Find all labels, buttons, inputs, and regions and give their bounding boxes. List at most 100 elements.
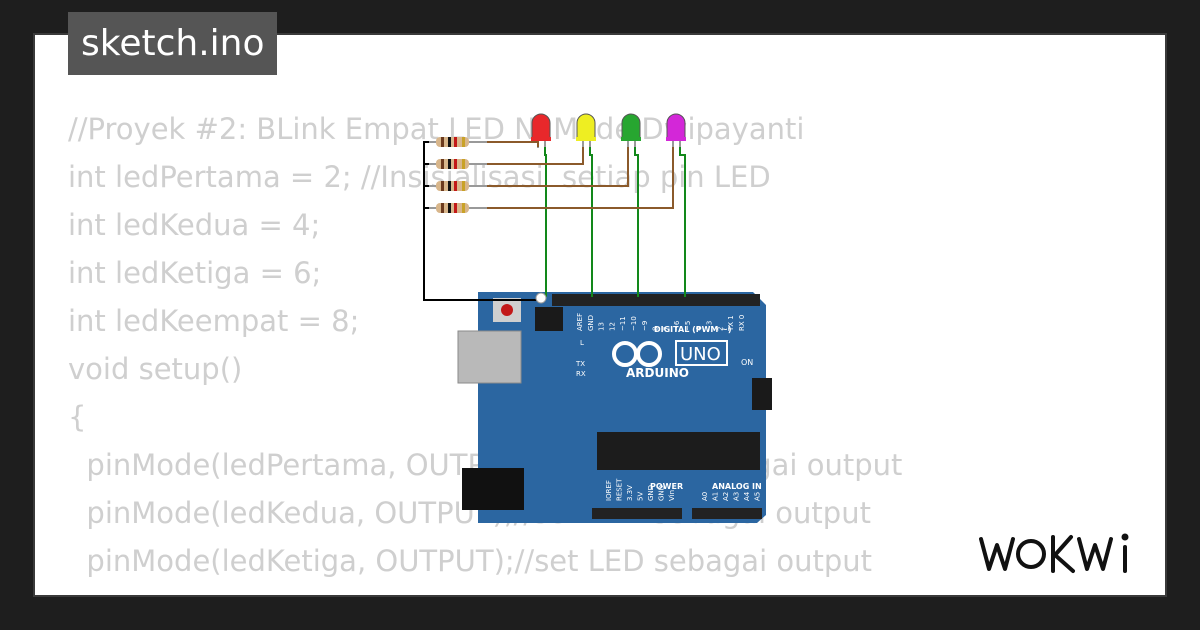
resistor-band <box>454 203 457 213</box>
digital-pin-label: 7 <box>662 327 670 331</box>
icsp-header <box>535 307 563 331</box>
digital-pin-label: ~11 <box>619 316 627 331</box>
digital-pin-label: AREF <box>576 313 584 331</box>
uno-model-label: UNO <box>680 344 721 365</box>
digital-pin-label: 4 <box>695 326 703 331</box>
digital-pin-label: 8 <box>652 327 660 331</box>
power-pin-label: GND <box>647 485 655 501</box>
reset-button-cap <box>501 304 513 316</box>
digital-pin-label: GND <box>587 315 595 331</box>
digital-pin-label: ~10 <box>630 316 638 331</box>
l-led-label: L <box>580 339 584 347</box>
resistor-lead-wire <box>487 147 584 165</box>
analog-pin-label: A2 <box>722 492 730 501</box>
arduino-brand-label: ARDUINO <box>626 366 689 380</box>
digital-pin-label: ~3 <box>706 321 714 331</box>
resistor-band <box>441 137 444 147</box>
led-body <box>666 113 686 140</box>
resistor-lead-wire <box>487 147 674 209</box>
analog-pin-label: A1 <box>712 492 720 501</box>
analog-in-label: ANALOG IN <box>712 482 762 491</box>
resistor <box>429 203 487 213</box>
led-purple <box>666 113 686 148</box>
resistor-band <box>441 203 444 213</box>
led-body <box>531 113 551 140</box>
led-body <box>621 113 641 140</box>
resistor-body <box>436 203 469 213</box>
sketch-file-tab[interactable]: sketch.ino <box>68 12 278 75</box>
resistor-band <box>462 203 465 213</box>
digital-pin-label: TX 1 <box>727 315 735 332</box>
power-pin-label: RESET <box>616 478 624 501</box>
resistor-band <box>454 181 457 191</box>
power-pin-label: IOREF <box>605 480 613 501</box>
power-jack <box>462 468 524 510</box>
resistor-band <box>462 159 465 169</box>
resistor-lead-wire <box>487 147 629 187</box>
usb-connector <box>457 330 522 384</box>
gnd-wire-end <box>535 292 547 304</box>
resistor-body <box>436 137 469 147</box>
resistor-band <box>448 203 451 213</box>
led-yellow <box>576 113 596 148</box>
analog-pin-label: A3 <box>733 492 741 501</box>
resistor-body <box>436 181 469 191</box>
resistor <box>429 137 487 147</box>
digital-pin-label: 2 <box>716 327 724 331</box>
rx-label: RX <box>576 370 586 378</box>
led-green <box>621 113 641 148</box>
analog-pin-label: A4 <box>743 491 751 501</box>
led-body <box>576 113 596 140</box>
digital-pin-label: ~5 <box>684 321 692 331</box>
code-line: { <box>68 400 87 434</box>
power-header <box>592 508 682 519</box>
resistor-band <box>454 137 457 147</box>
signal-wire <box>589 147 593 297</box>
digital-pin-label: RX 0 <box>738 315 746 331</box>
code-line: int ledKetiga = 6; <box>68 256 322 290</box>
code-line: int ledKeempat = 8; <box>68 304 360 338</box>
tx-label: TX <box>575 360 585 368</box>
code-line: pinMode(ledKeempat, OUTPUT);//set LED se… <box>68 585 910 595</box>
analog-header <box>692 508 762 519</box>
resistor-band <box>441 181 444 191</box>
digital-pin-label: 12 <box>608 322 616 331</box>
resistor-band <box>462 137 465 147</box>
uno-badge <box>675 340 728 366</box>
resistor <box>429 181 487 191</box>
digital-pwm-label: DIGITAL (PWM ~) <box>654 325 732 334</box>
resistor-band <box>448 137 451 147</box>
signal-wire <box>634 147 639 297</box>
resistor <box>429 159 487 169</box>
resistor-lead-wire <box>487 141 539 147</box>
power-pin-label: 5V <box>637 492 645 501</box>
microcontroller-chip <box>597 432 760 470</box>
code-line: pinMode(ledKetiga, OUTPUT);//set LED seb… <box>68 544 872 578</box>
on-label: ON <box>741 358 753 367</box>
wokwi-logo <box>979 533 1129 573</box>
resistor-band <box>462 181 465 191</box>
resistor-body <box>436 159 469 169</box>
icsp-header-right <box>752 378 772 410</box>
ground-wire <box>423 141 545 301</box>
signal-wire <box>544 147 547 297</box>
analog-pin-label: A0 <box>701 492 709 501</box>
power-pin-label: 3.3V <box>626 485 634 501</box>
signal-wire <box>679 147 686 297</box>
arduino-infinity-logo <box>612 341 662 367</box>
resistor-band <box>454 159 457 169</box>
analog-pin-label: A5 <box>754 492 762 501</box>
digital-pin-label: ~6 <box>673 320 681 331</box>
code-line: int ledKedua = 4; <box>68 208 321 242</box>
power-pin-label: GND <box>658 485 666 501</box>
code-line: void setup() <box>68 352 243 386</box>
power-pin-label: Vin <box>668 490 676 501</box>
editor-card: //Proyek #2: BLink Empat LED Ni Made Dwi… <box>35 35 1165 595</box>
resistor-band <box>448 181 451 191</box>
resistor-band <box>448 159 451 169</box>
power-label: POWER <box>650 482 683 491</box>
digital-header <box>552 294 760 306</box>
resistor-band <box>441 159 444 169</box>
